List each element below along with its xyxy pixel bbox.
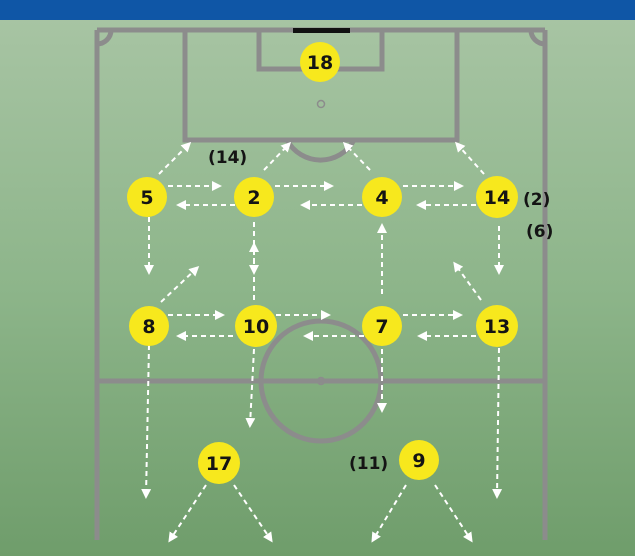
- player-token: 10: [235, 305, 277, 347]
- player-number: 7: [375, 316, 388, 338]
- note-sub-14: (14): [208, 148, 247, 168]
- arrow: [454, 141, 485, 175]
- right-corner-arc: [528, 29, 546, 47]
- player-number: 17: [206, 453, 232, 475]
- arrow: [434, 484, 473, 543]
- player-number: 2: [247, 187, 260, 209]
- arrow: [141, 344, 152, 499]
- arrow: [168, 484, 207, 543]
- player-number: 14: [484, 187, 510, 209]
- player-token: 14: [476, 176, 518, 218]
- player-token: 2: [234, 177, 274, 217]
- note-sub-6: (6): [526, 222, 553, 242]
- note-sub-2: (2): [523, 190, 550, 210]
- substitution-notes: (14) (2) (6) (11): [208, 148, 553, 474]
- note-sub-11: (11): [349, 454, 388, 474]
- penalty-area: [182, 30, 460, 143]
- player-token: 9: [399, 440, 439, 480]
- player-token: 17: [198, 442, 240, 484]
- player-number: 9: [412, 450, 425, 472]
- arrow: [245, 348, 256, 428]
- goal-bar: [293, 28, 350, 33]
- header-bar: [0, 0, 635, 20]
- player-number: 13: [484, 316, 510, 338]
- grass-background: [0, 20, 635, 556]
- player-number: 4: [375, 187, 388, 209]
- player-number: 5: [140, 187, 153, 209]
- arrow: [492, 347, 503, 499]
- movement-arrows: [141, 141, 504, 543]
- arrow: [371, 484, 407, 543]
- center-spot: [316, 376, 326, 386]
- arrow: [342, 141, 371, 171]
- player-token: 5: [127, 177, 167, 217]
- arrow: [158, 141, 192, 175]
- penalty-spot: [316, 99, 326, 109]
- left-corner-arc: [96, 29, 114, 47]
- arrow: [263, 141, 292, 171]
- players: 18 5 2 4 14 8: [127, 42, 518, 484]
- player-number: 18: [307, 52, 333, 74]
- player-token: 18: [300, 42, 340, 82]
- arrow: [233, 484, 273, 543]
- player-token: 8: [129, 306, 169, 346]
- arrow: [453, 261, 482, 301]
- player-token: 4: [362, 177, 402, 217]
- player-token: 7: [362, 306, 402, 346]
- pitch: 18 5 2 4 14 8: [0, 20, 635, 556]
- player-number: 8: [142, 316, 155, 338]
- player-token: 13: [476, 305, 518, 347]
- player-number: 10: [243, 316, 269, 338]
